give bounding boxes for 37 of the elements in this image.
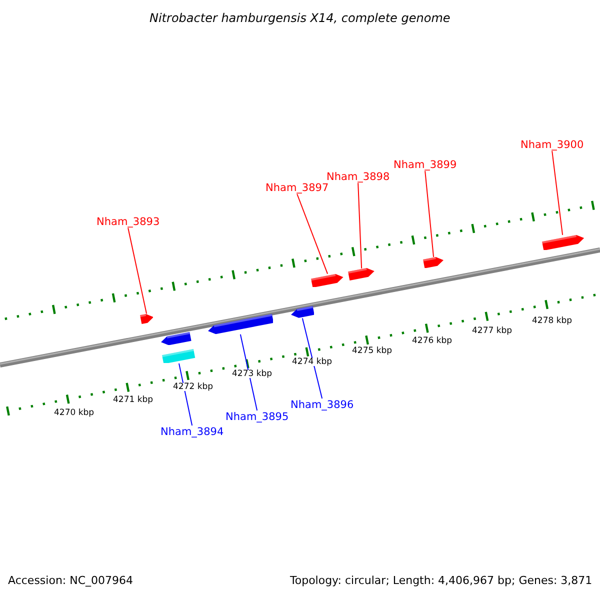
leader-line (302, 318, 323, 399)
gene-label: Nham_3898 (326, 172, 390, 182)
scale-label: 4271 kbp (113, 396, 154, 404)
leader-line (552, 150, 564, 236)
scale-label: 4277 kbp (472, 326, 512, 335)
gene-label: Nham_3893 (96, 216, 160, 227)
gene-feature (542, 234, 584, 250)
accession-text: Accession: NC_007964 (8, 574, 134, 586)
scale-label: 4274 kbp (292, 358, 332, 366)
genome-info-text: Topology: circular; Length: 4,406,967 bp; Genes: 3,871 (290, 574, 592, 586)
scale-label: 4276 kbp (412, 336, 452, 345)
gene-label: Nham_3900 (520, 140, 584, 150)
leader-line (128, 228, 148, 314)
scale-label: 4270 kbp (54, 408, 94, 417)
leader-line (424, 170, 434, 258)
leader-line (296, 194, 328, 274)
gene-label: Nham_3899 (394, 160, 457, 170)
scale-label: 4275 kbp (352, 346, 392, 355)
gene-label: Nham_3894 (160, 426, 224, 437)
gene-feature (140, 314, 154, 324)
gene-feature (423, 257, 444, 268)
gene-feature (161, 332, 192, 345)
gene-feature (208, 314, 274, 334)
scale-label: 4278 kbp (532, 316, 572, 325)
leader-line (358, 182, 362, 269)
gene-label: Nham_3895 (226, 412, 289, 422)
gene-feature (311, 274, 344, 288)
gene-feature (348, 268, 375, 281)
title: Nitrobacter hamburgensis X14, complete genome (150, 12, 450, 24)
gene-feature (162, 348, 196, 364)
gene-feature (290, 306, 314, 318)
gene-label: Nham_3896 (290, 400, 354, 410)
scale-label: 4272 kbp (173, 382, 214, 391)
gene-label: Nham_3897 (266, 182, 329, 193)
scale-label: 4273 kbp (232, 370, 272, 378)
leader-line (240, 334, 258, 411)
leader-line (178, 362, 193, 426)
